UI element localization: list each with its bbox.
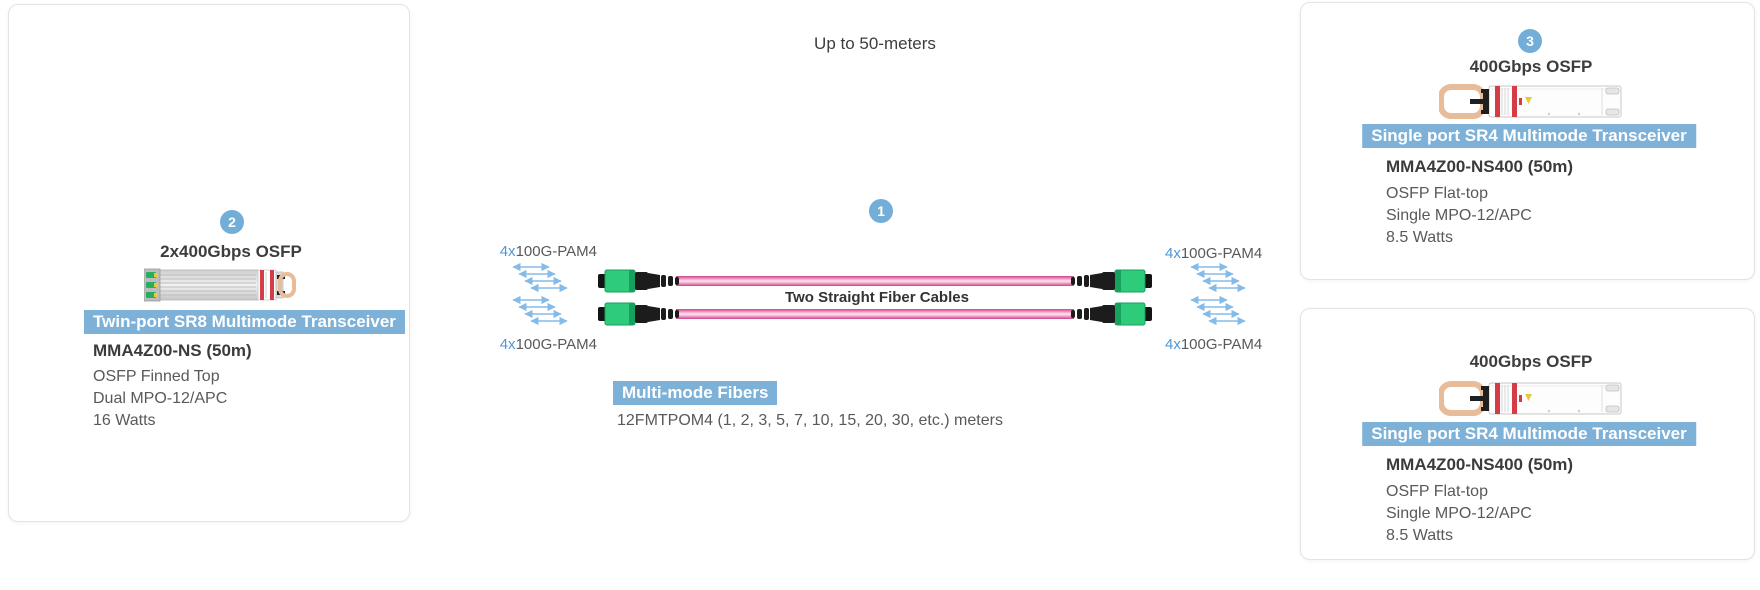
model-mma4z00-ns400: MMA4Z00-NS400 (50m) xyxy=(1386,157,1574,176)
osfp-single-port-transceiver-graphic xyxy=(1439,84,1623,119)
lane-count: 4x xyxy=(499,243,516,260)
card-single-port-transceiver-bottom: 400Gbps OSFP Single port SR4 Multimode T… xyxy=(1300,308,1755,560)
spec-power: 8.5 Watts xyxy=(1386,527,1453,544)
card-title-2x400g-osfp: 2x400Gbps OSFP xyxy=(160,242,302,261)
spec-list: OSFP Flat-top Single MPO-12/APC 8.5 Watt… xyxy=(1386,183,1532,249)
pam4-lanes-arrows-icon xyxy=(1188,263,1248,293)
step-badge-1: 1 xyxy=(869,199,893,223)
cable-label: Two Straight Fiber Cables xyxy=(785,289,969,306)
model-mma4z00-ns: MMA4Z00-NS (50m) xyxy=(93,341,252,360)
pam4-lanes-arrows-icon xyxy=(1188,296,1248,326)
osfp-twin-port-transceiver-graphic xyxy=(144,268,296,302)
card-title-400g-osfp: 400Gbps OSFP xyxy=(1469,57,1593,76)
spec-connector: Single MPO-12/APC xyxy=(1386,505,1532,522)
chip-twin-port-sr8: Twin-port SR8 Multimode Transceiver xyxy=(84,310,405,334)
diagram-title: Up to 50-meters xyxy=(814,34,936,53)
spec-power: 8.5 Watts xyxy=(1386,229,1453,246)
lane-rate: 100G-PAM4 xyxy=(515,243,597,260)
spec-connector: Dual MPO-12/APC xyxy=(93,390,228,407)
mpo-ports xyxy=(146,272,158,298)
spec-list: OSFP Flat-top Single MPO-12/APC 8.5 Watt… xyxy=(1386,481,1532,547)
chip-single-port-sr4: Single port SR4 Multimode Transceiver xyxy=(1362,124,1696,148)
chip-multimode-fibers: Multi-mode Fibers xyxy=(613,381,778,405)
pam4-lanes-arrows-icon xyxy=(510,296,570,326)
spec-power: 16 Watts xyxy=(93,412,156,429)
spec-form-factor: OSFP Flat-top xyxy=(1386,483,1488,500)
step-badge-3: 3 xyxy=(1518,29,1542,53)
lane-label-left-top: 4x100G-PAM4 xyxy=(450,243,597,260)
pam4-lanes-arrows-icon xyxy=(510,263,570,293)
card-twin-port-transceiver: 2 2x400Gbps OSFP Twin-port SR8 xyxy=(8,4,410,522)
osfp-single-port-transceiver-graphic xyxy=(1439,381,1623,416)
card-title-400g-osfp: 400Gbps OSFP xyxy=(1469,352,1593,371)
chip-single-port-sr4: Single port SR4 Multimode Transceiver xyxy=(1362,422,1696,446)
spec-form-factor: OSFP Flat-top xyxy=(1386,185,1488,202)
card-single-port-transceiver-top: 3 400Gbps OSFP Single port SR4 Multimode… xyxy=(1300,2,1755,280)
spec-form-factor: OSFP Finned Top xyxy=(93,368,220,385)
lane-label-left-bottom: 4x100G-PAM4 xyxy=(499,336,597,353)
model-mma4z00-ns400: MMA4Z00-NS400 (50m) xyxy=(1386,455,1574,474)
spec-connector: Single MPO-12/APC xyxy=(1386,207,1532,224)
step-badge-2: 2 xyxy=(220,210,244,234)
lane-label-right-bottom: 4x100G-PAM4 xyxy=(1165,336,1263,353)
spec-list: OSFP Finned Top Dual MPO-12/APC 16 Watts xyxy=(93,366,227,432)
lane-label-right-top: 4x100G-PAM4 xyxy=(1165,245,1263,262)
fiber-part-numbers: 12FMTPOM4 (1, 2, 3, 5, 7, 10, 15, 20, 30… xyxy=(617,412,1003,429)
